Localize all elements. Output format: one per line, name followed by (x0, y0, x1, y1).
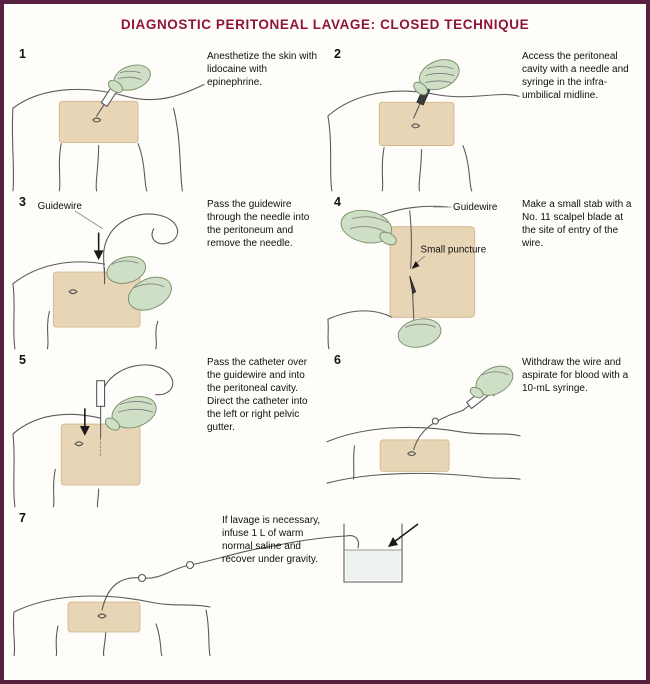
panel-number: 3 (19, 195, 26, 209)
panel-number: 6 (334, 353, 341, 367)
panel-caption: If lavage is necessary, infuse 1 L of wa… (222, 515, 321, 565)
panel-grid: 1 (4, 44, 646, 656)
stab-incision-illustration: Guidewire Small puncture (327, 202, 498, 350)
aspiration-illustration (326, 365, 521, 484)
small-puncture-label: Small puncture (411, 244, 487, 270)
guidewire-label-text: Guidewire (38, 201, 83, 212)
navel (97, 613, 107, 619)
navel (407, 451, 417, 457)
panel-2: 2 (325, 44, 640, 192)
panel-number: 4 (334, 195, 341, 209)
panel-number: 7 (19, 511, 26, 525)
navel (92, 117, 102, 123)
gloved-hand (104, 396, 157, 431)
skin-site (379, 439, 450, 472)
guidewire-label: Guidewire (432, 202, 498, 213)
down-arrow-icon (79, 408, 90, 436)
figure-title: DIAGNOSTIC PERITONEAL LAVAGE: CLOSED TEC… (120, 16, 530, 32)
guidewire-label: Guidewire (38, 201, 103, 230)
panel-2-art: 2 (325, 44, 522, 192)
gloved-hand (107, 64, 151, 94)
navel (411, 123, 421, 129)
saline-container (343, 523, 403, 583)
tube-end (345, 535, 360, 549)
lavage-illustration (12, 523, 419, 656)
body-outline (11, 83, 205, 192)
anesthesia-illustration (11, 64, 205, 192)
gloved-hand (469, 365, 514, 399)
panel-caption: Withdraw the wire and aspirate for blood… (522, 357, 629, 394)
panel-7: 7 (10, 508, 640, 656)
panel-1-art: 1 (10, 44, 207, 192)
guidewire (381, 205, 448, 269)
panel-7-art: 7 (10, 508, 640, 656)
tube-hub (431, 417, 439, 425)
panel-number: 1 (19, 47, 26, 61)
panel-caption: Access the peritoneal cavity with a need… (522, 51, 629, 101)
flow-arrow-icon (388, 523, 419, 547)
panel-6-art: 6 (325, 350, 522, 508)
body-outline (12, 261, 159, 350)
needle-access-illustration (327, 59, 520, 192)
skin-site (389, 226, 476, 318)
navel (68, 289, 78, 295)
panel-number: 2 (334, 47, 341, 61)
panel-3: 3 (10, 192, 325, 350)
panel-5-art: 5 (10, 350, 207, 508)
guidewire (103, 213, 179, 281)
bottom-gloved-hand (397, 318, 442, 348)
body-outline (326, 426, 521, 484)
panel-1: 1 (10, 44, 325, 192)
panel-6: 6 (325, 350, 640, 508)
gloved-hands (106, 256, 172, 311)
panel-3-art: 3 (10, 192, 207, 350)
down-arrow-icon (93, 232, 104, 261)
panel-number: 5 (19, 353, 26, 367)
guidewire-label-text: Guidewire (453, 202, 498, 213)
panel-caption: Anesthetize the skin with lidocaine with… (207, 51, 318, 88)
catheter-insertion-illustration (12, 364, 174, 508)
panel-caption: Pass the catheter over the guidewire and… (207, 357, 308, 433)
guidewire-illustration: Guidewire (12, 201, 179, 350)
small-puncture-label-text: Small puncture (421, 244, 487, 255)
guidewire (104, 364, 174, 396)
catheter-tube (413, 409, 464, 451)
panel-caption: Pass the guidewire through the needle in… (207, 199, 310, 249)
panel-4-art: 4 Guidewire (325, 192, 522, 350)
body-outline (327, 310, 393, 350)
gloved-hand (413, 59, 460, 96)
catheter (96, 380, 106, 458)
panel-4: 4 Guidewire (325, 192, 640, 350)
navel (74, 441, 84, 447)
body-outline (12, 413, 102, 508)
panel-caption: Make a small stab with a No. 11 scalpel … (522, 199, 632, 249)
body-outline (12, 595, 211, 656)
body-outline (327, 90, 520, 192)
stopcock (185, 560, 195, 570)
figure-title-bar: DIAGNOSTIC PERITONEAL LAVAGE: CLOSED TEC… (4, 4, 646, 44)
top-gloved-hand (340, 209, 397, 246)
panel-5: 5 (10, 350, 325, 508)
lavage-tubing (101, 535, 347, 611)
tube-hub (137, 573, 147, 583)
